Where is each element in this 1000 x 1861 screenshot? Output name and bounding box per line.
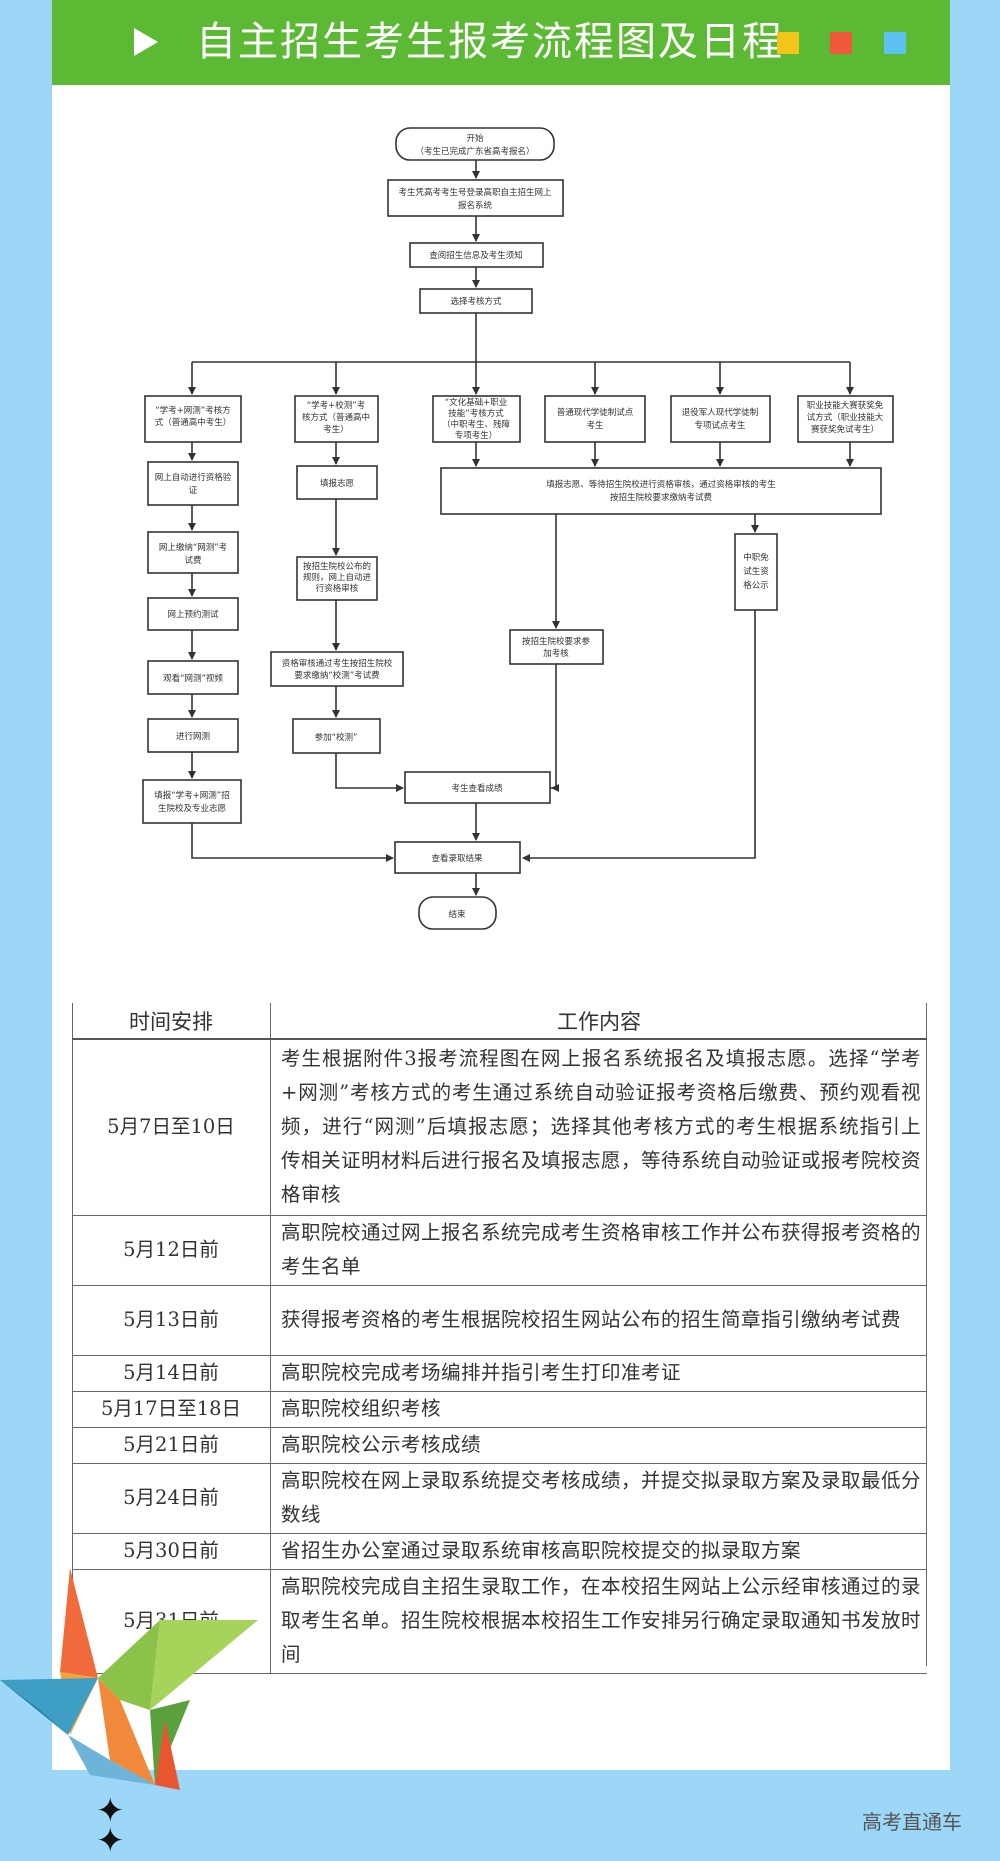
col-header-content: 工作内容 [270, 1003, 927, 1040]
table-row: 5月12日前 高职院校通过网上报名系统完成考生资格审核工作并公布获得报考资格的考… [72, 1214, 927, 1285]
flow-read-info: 查阅招生信息及考生须知 [429, 250, 523, 261]
row-time: 5月24日前 [72, 1462, 271, 1533]
row-content: 省招生办公室通过录取系统审核高职院校提交的拟录取方案 [270, 1532, 927, 1569]
blue-square-icon [884, 32, 906, 54]
flow-c4-l1: 普通现代学徒制试点 [557, 407, 634, 418]
table-row: 5月14日前 高职院校完成考场编排并指引考生打印准考证 [72, 1354, 927, 1391]
row-content: 高职院校公示考核成绩 [270, 1426, 927, 1463]
row-time: 5月12日前 [72, 1214, 271, 1285]
paper-crane-icon [0, 1568, 258, 1790]
flow-c2-l3: 考生） [323, 424, 349, 435]
flow-choose-method: 选择考核方式 [450, 296, 502, 307]
registration-flowchart: 开始 （考生已完成广东省高考报名） 考生凭高考考生号登录高职自主招生网上 报名系… [142, 127, 894, 930]
flow-a4: 观看“网测”视频 [163, 673, 223, 684]
flow-result: 查看录取结果 [431, 853, 483, 864]
table-row: 5月30日前 省招生办公室通过录取系统审核高职院校提交的拟录取方案 [72, 1532, 927, 1569]
flow-c6-l2: 试方式（职业技能大 [807, 412, 884, 423]
row-content: 高职院校在网上录取系统提交考核成绩，并提交拟录取方案及录取最低分数线 [270, 1462, 927, 1533]
flow-b2-l3: 行资格审核 [316, 583, 359, 594]
flow-a2-l1: 网上缴纳“网测”考 [159, 542, 227, 553]
flow-c3-l2: 技能”考核方式 [448, 408, 504, 419]
watermark: 高考直通车 [862, 1810, 962, 1834]
flow-a5: 进行网测 [176, 731, 210, 742]
row-time: 5月17日至18日 [72, 1390, 271, 1427]
flow-a6-l1: 填报“学考+网测”招 [154, 790, 229, 801]
table-row: 5月17日至18日 高职院校组织考核 [72, 1390, 927, 1427]
play-arrow-icon [134, 28, 158, 56]
flow-c6-l3: 赛获奖免试考生） [811, 424, 879, 435]
flow-b3-l2: 要求缴纳“校测”考试费 [294, 670, 380, 681]
flow-c4-l2: 考生 [586, 420, 604, 431]
table-row: 5月24日前 高职院校在网上录取系统提交考核成绩，并提交拟录取方案及录取最低分数… [72, 1462, 927, 1533]
flow-login-l1: 考生凭高考考生号登录高职自主招生网上 [398, 187, 552, 198]
row-time: 5月30日前 [72, 1532, 271, 1569]
flow-b3-l1: 资格审核通过考生按招生院校 [282, 658, 393, 669]
row-content: 高职院校完成自主招生录取工作，在本校招生网站上公示经审核通过的录取考生名单。招生… [270, 1568, 927, 1674]
flow-login-l2: 报名系统 [458, 200, 493, 211]
red-square-icon [830, 32, 852, 54]
flow-b1: 填报志愿 [320, 478, 355, 489]
row-content: 考生根据附件3报考流程图在网上报名系统报名及填报志愿。选择“学考+网测”考核方式… [270, 1038, 927, 1215]
flow-start: 开始 [466, 133, 484, 144]
flow-m1-l1: 按招生院校要求参 [522, 636, 591, 647]
flow-r1-l1: 中职免 [743, 552, 769, 563]
row-time: 5月13日前 [72, 1284, 271, 1355]
flow-wide-l2: 按招生院校要求缴纳考试费 [610, 492, 713, 503]
flow-a6-l2: 生院校及专业志愿 [158, 803, 227, 814]
row-content: 高职院校通过网上报名系统完成考生资格审核工作并公布获得报考资格的考生名单 [270, 1214, 927, 1285]
table-row: 5月13日前 获得报考资格的考生根据院校招生网站公布的招生简章指引缴纳考试费 [72, 1284, 927, 1355]
row-time: 5月7日至10日 [72, 1038, 271, 1215]
flow-c3-l3: （中职考生、残障 [442, 419, 511, 430]
flow-c3-l1: “文化基础+职业 [445, 397, 508, 408]
flow-b2-l2: 规则，网上自动进 [303, 572, 372, 583]
flow-wide-l1: 填报志愿、等待招生院校进行资格审核，通过资格审核的考生 [546, 479, 776, 490]
flow-c1-l2: 式（普通高中考生） [155, 417, 232, 428]
row-content: 高职院校组织考核 [270, 1390, 927, 1427]
flow-a2-l2: 试费 [184, 555, 202, 566]
flow-score: 考生查看成绩 [451, 783, 503, 794]
yellow-square-icon [777, 32, 799, 54]
flow-c2-l1: “学考+校测”考 [307, 400, 365, 411]
flow-r1-l2: 试生资 [743, 566, 769, 577]
row-content: 获得报考资格的考生根据院校招生网站公布的招生简章指引缴纳考试费 [270, 1284, 927, 1355]
row-content: 高职院校完成考场编排并指引考生打印准考证 [270, 1354, 927, 1391]
col-header-time: 时间安排 [72, 1003, 271, 1040]
flow-c5-l2: 专项试点考生 [694, 420, 746, 431]
schedule-table: 时间安排 工作内容 5月7日至10日 考生根据附件3报考流程图在网上报名系统报名… [72, 1003, 927, 1674]
row-time: 5月14日前 [72, 1354, 271, 1391]
flow-c1-l1: “学考+网测”考核方 [155, 405, 230, 416]
title-banner [52, 0, 950, 85]
flow-c2-l2: 核方式（普通高中 [302, 412, 370, 423]
page-title: 自主招生考生报考流程图及日程 [196, 19, 784, 65]
table-row: 5月7日至10日 考生根据附件3报考流程图在网上报名系统报名及填报志愿。选择“学… [72, 1038, 927, 1215]
flow-b2-l1: 按招生院校公布的 [303, 561, 371, 572]
flow-start-sub: （考生已完成广东省高考报名） [415, 146, 534, 157]
flow-end: 结束 [448, 909, 466, 920]
table-header-row: 时间安排 工作内容 [72, 1003, 927, 1040]
sparkle-icon: ✦✦ [96, 1791, 125, 1861]
flow-a1-l1: 网上自动进行资格验 [155, 472, 232, 483]
flow-c6-l1: 职业技能大赛获奖免 [807, 400, 884, 411]
flow-b4: 参加“校测” [315, 732, 358, 743]
table-row: 5月21日前 高职院校公示考核成绩 [72, 1426, 927, 1463]
flow-m1-l2: 加考核 [543, 648, 569, 659]
row-time: 5月21日前 [72, 1426, 271, 1463]
flow-c5-l1: 退役军人现代学徒制 [682, 407, 759, 418]
flow-c3-l4: 专项考生） [455, 430, 498, 441]
flow-a3: 网上预约测试 [167, 609, 219, 620]
flow-r1-l3: 格公示 [743, 580, 769, 591]
flow-a1-l2: 证 [189, 486, 198, 496]
